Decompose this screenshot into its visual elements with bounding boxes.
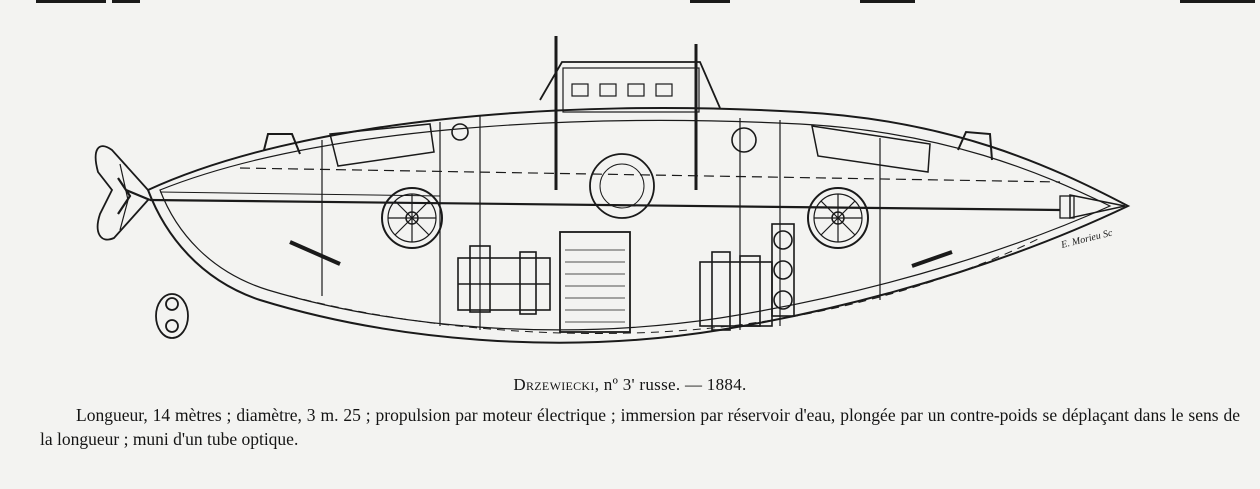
bow-fitting — [1069, 194, 1126, 219]
caption-rest: , nº 3' russe. — 1884. — [594, 375, 747, 394]
electric-motor-left — [457, 245, 551, 315]
hatch-right — [811, 125, 931, 173]
counterweight-rail — [239, 167, 1061, 183]
diving-plane-left — [289, 240, 341, 266]
rudder — [94, 145, 149, 241]
caption-name: Drzewiecki — [513, 375, 595, 394]
description-paragraph: Longueur, 14 mètres ; diamètre, 3 m. 25 … — [40, 405, 1240, 449]
flywheel-left — [381, 187, 443, 249]
drive-shaft — [149, 198, 1061, 212]
engraver-signature: E. Morieu Sc — [1059, 227, 1114, 251]
cross-section-emblem — [155, 293, 189, 339]
lifting-eye-left — [263, 133, 301, 155]
cropped-text-line — [0, 0, 1260, 8]
lifting-eye-right — [957, 130, 993, 161]
conning-tower — [539, 61, 721, 109]
flywheel-right — [807, 187, 869, 249]
diving-plane-right — [911, 250, 953, 268]
figure-caption: Drzewiecki, nº 3' russe. — 1884. — [0, 374, 1260, 396]
propeller — [117, 177, 151, 215]
submarine-engraving: E. Morieu Sc — [94, 36, 1131, 344]
central-tank — [589, 153, 655, 219]
ballast-tank — [559, 231, 631, 333]
hatch-left — [329, 123, 435, 167]
